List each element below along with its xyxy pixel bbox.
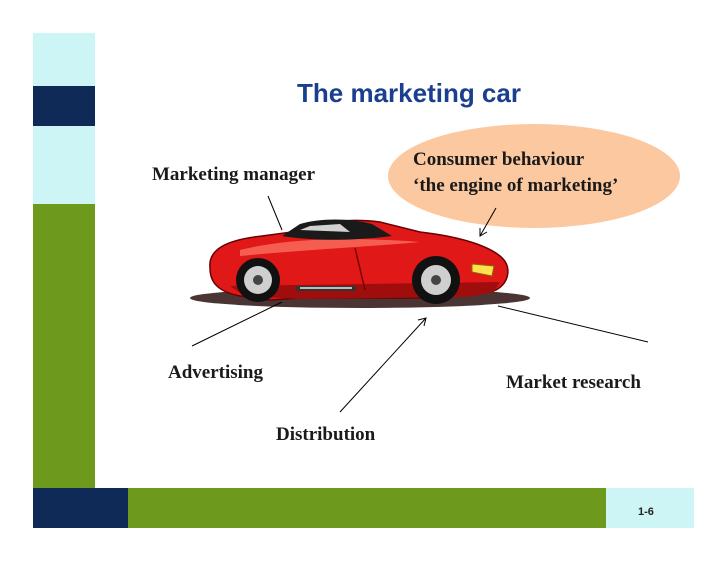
pointer-marketing-manager [268,196,282,230]
pointer-market-research [498,306,648,342]
pointer-engine [480,208,496,236]
red-sports-car-image [190,220,530,309]
pointer-advertising [192,302,282,346]
pointer-distribution [340,318,426,412]
